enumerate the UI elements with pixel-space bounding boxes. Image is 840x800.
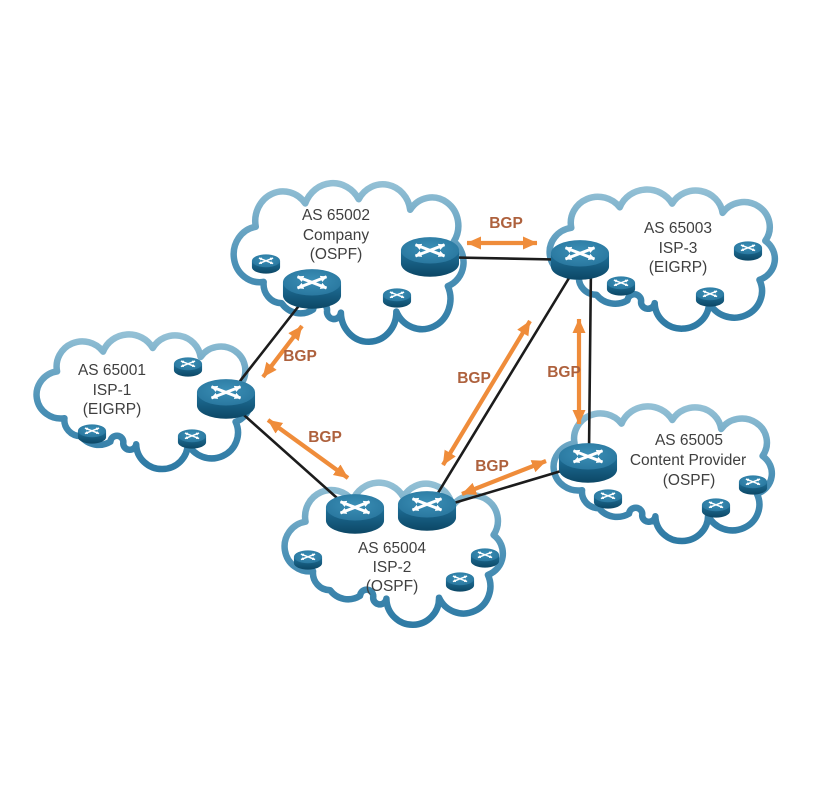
bgp-label-as65001-as65002: BGP: [283, 348, 317, 365]
as65002-label: AS 65002 Company (OSPF): [302, 207, 370, 263]
as65002-edge-router-icon: [401, 237, 459, 277]
as65004-protocol: (OSPF): [366, 578, 419, 595]
as65002-protocol: (OSPF): [310, 246, 363, 263]
as65002-name: AS 65002: [302, 207, 370, 224]
as65003-internal-router-icon: [607, 276, 635, 295]
as65003-edge-router-icon: [551, 240, 609, 280]
link-as65003-as65005: [587, 262, 593, 454]
as65005-protocol: (OSPF): [663, 472, 716, 489]
as65002-border-router-icon: [283, 269, 341, 309]
as65001-protocol: (EIGRP): [83, 401, 142, 418]
as65004-internal-router-icon: [471, 548, 499, 567]
as65001-name: AS 65001: [78, 362, 146, 379]
as65002-internal-router-icon: [252, 254, 280, 273]
as65003-role: ISP-3: [659, 240, 698, 257]
as65004-name: AS 65004: [358, 540, 426, 557]
as65003-protocol: (EIGRP): [649, 259, 708, 276]
as65003-label: AS 65003 ISP-3 (EIGRP): [644, 220, 712, 276]
as65004-label: AS 65004 ISP-2 (OSPF): [358, 540, 426, 595]
as65004-internal-router-icon: [446, 572, 474, 591]
bgp-label-as65004-as65005: BGP: [475, 458, 509, 475]
as65001-role: ISP-1: [93, 382, 132, 399]
as65002-role: Company: [303, 227, 370, 244]
as65003-internal-router-icon: [734, 241, 762, 260]
as65001-internal-router-icon: [174, 357, 202, 376]
bgp-label-as65003-as65005: BGP: [547, 364, 581, 381]
as65005-role: Content Provider: [630, 452, 746, 469]
bgp-labels: BGP BGP BGP BGP BGP BGP: [283, 215, 581, 475]
as65005-internal-router-icon: [702, 498, 730, 517]
bgp-label-as65001-as65004: BGP: [308, 429, 342, 446]
bgp-arrow-as65001-as65004: [266, 418, 350, 480]
as65005-internal-router-icon: [739, 475, 767, 494]
bgp-arrow-as65004-as65005: [461, 459, 547, 496]
as65004-role: ISP-2: [373, 559, 412, 576]
bgp-label-as65003-as65004: BGP: [457, 370, 491, 387]
as65001-edge-router-icon: [197, 379, 255, 419]
as65002-internal-router-icon: [383, 288, 411, 307]
as65003-name: AS 65003: [644, 220, 712, 237]
as65003-internal-router-icon: [696, 287, 724, 306]
as65005-name: AS 65005: [655, 432, 723, 449]
as65001-internal-router-icon: [78, 424, 106, 443]
as65004-edge-router-west-icon: [326, 494, 384, 534]
bgp-arrows: [261, 236, 586, 496]
as65005-edge-router-icon: [559, 443, 617, 483]
as65005-label: AS 65005 Content Provider (OSPF): [630, 432, 746, 489]
as-labels: AS 65002 Company (OSPF) AS 65003 ISP-3 (…: [78, 207, 746, 595]
as65004-internal-router-icon: [294, 550, 322, 569]
bgp-arrow-as65001-as65002: [261, 324, 304, 379]
as65004-edge-router-east-icon: [398, 491, 456, 531]
as65001-label: AS 65001 ISP-1 (EIGRP): [78, 362, 146, 418]
as65001-internal-router-icon: [178, 429, 206, 448]
link-as65001-as65004: [224, 397, 357, 516]
as65005-internal-router-icon: [594, 489, 622, 508]
bgp-label-as65002-as65003: BGP: [489, 215, 523, 232]
bgp-arrow-as65003-as65004: [441, 319, 532, 467]
